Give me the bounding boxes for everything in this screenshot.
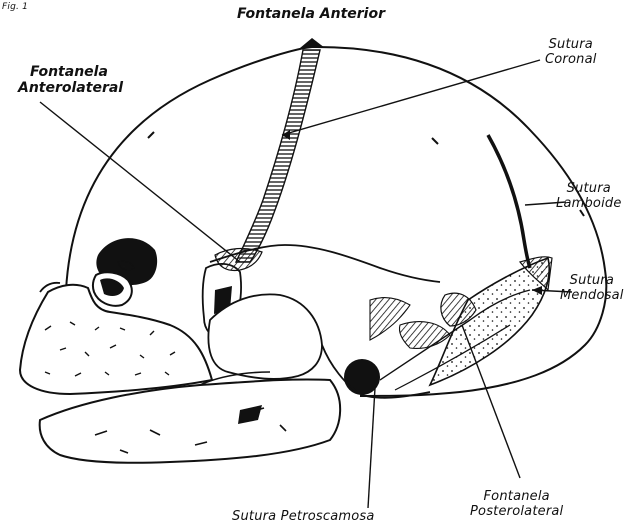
zygomatic-arch	[208, 294, 322, 379]
label-sutura-petroscamosa: Sutura Petroscamosa	[232, 510, 375, 525]
label-sutura-lamboide: Sutura Lamboide	[556, 182, 622, 212]
label-fontanela-anterolateral: Fontanela Anterolateral	[18, 64, 123, 96]
coronal-suture	[236, 50, 320, 262]
fontanela-anterolateral-area	[215, 248, 262, 270]
lambdoid-suture	[488, 135, 530, 268]
label-sutura-coronal: Sutura Coronal	[545, 38, 597, 68]
label-fontanela-posterolateral: Fontanela Posterolateral	[470, 490, 563, 520]
fontanela-anterior-mark	[300, 38, 325, 48]
leader-petroscamosa	[368, 388, 375, 508]
leader-coronal	[282, 60, 540, 135]
leader-anterolateral	[40, 102, 240, 262]
figure-ref: Fig. 1	[2, 2, 28, 12]
label-fontanela-anterior: Fontanela Anterior	[237, 6, 385, 22]
label-sutura-mendosal: Sutura Mendosal	[560, 274, 624, 304]
